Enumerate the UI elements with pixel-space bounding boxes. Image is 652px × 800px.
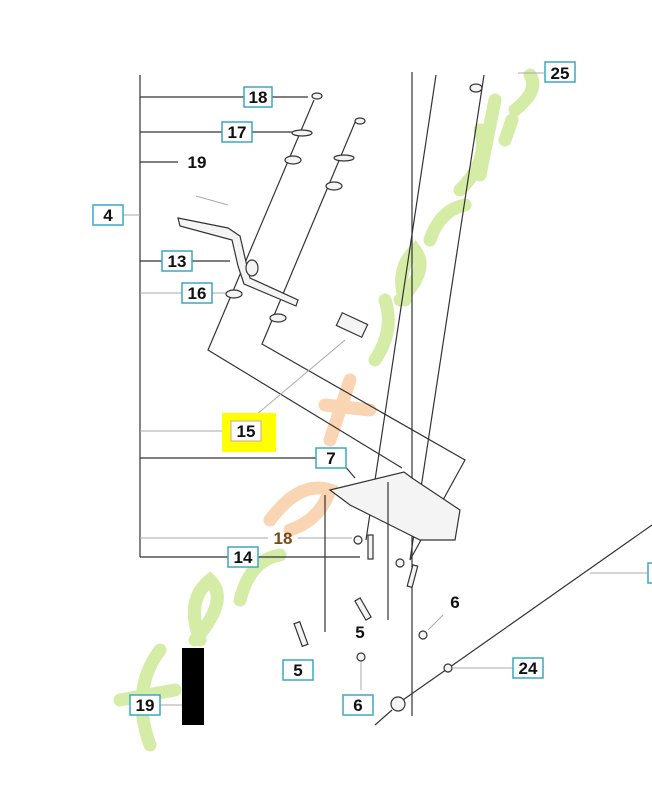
svg-text:18: 18 [249,88,268,107]
callout-19-top[interactable]: 19 [188,153,207,172]
svg-text:5: 5 [355,623,364,642]
callout-14[interactable]: 14 [227,546,259,568]
svg-text:7: 7 [326,449,335,468]
callout-5-boxed[interactable]: 5 [282,659,314,681]
svg-text:13: 13 [168,252,187,271]
svg-text:15: 15 [237,422,256,441]
svg-text:19: 19 [188,153,207,172]
callout-13[interactable]: 13 [161,250,193,272]
black-bar [182,648,204,725]
callout-25[interactable]: 25 [544,61,576,83]
svg-text:6: 6 [450,593,459,612]
callout-6[interactable]: 6 [450,593,459,612]
svg-text:19: 19 [136,696,155,715]
callout-7[interactable]: 7 [315,447,347,469]
bracket [328,471,461,541]
svg-text:25: 25 [551,64,570,83]
callout-4[interactable]: 4 [92,204,124,226]
svg-text:17: 17 [228,123,247,142]
svg-text:4: 4 [103,206,113,225]
callout-5[interactable]: 5 [355,623,364,642]
callout-24[interactable]: 24 [512,657,544,679]
callout-16[interactable]: 16 [181,282,213,304]
watermark-logo [113,68,540,752]
pedal-lever [177,217,299,307]
callout-19-bottom[interactable]: 19 [129,694,161,716]
callout-18[interactable]: 18 [243,86,273,108]
callout-6-boxed[interactable]: 6 [342,694,374,716]
callout-15-highlighted[interactable]: 15 [222,413,276,452]
callout-18-lower[interactable]: 18 [274,529,293,548]
svg-text:14: 14 [234,548,253,567]
svg-text:18: 18 [274,529,293,548]
callout-17[interactable]: 17 [221,121,253,143]
svg-text:16: 16 [188,284,207,303]
callout-cut-off [647,562,652,584]
svg-text:24: 24 [519,659,538,678]
svg-text:6: 6 [353,696,362,715]
svg-text:5: 5 [293,661,302,680]
